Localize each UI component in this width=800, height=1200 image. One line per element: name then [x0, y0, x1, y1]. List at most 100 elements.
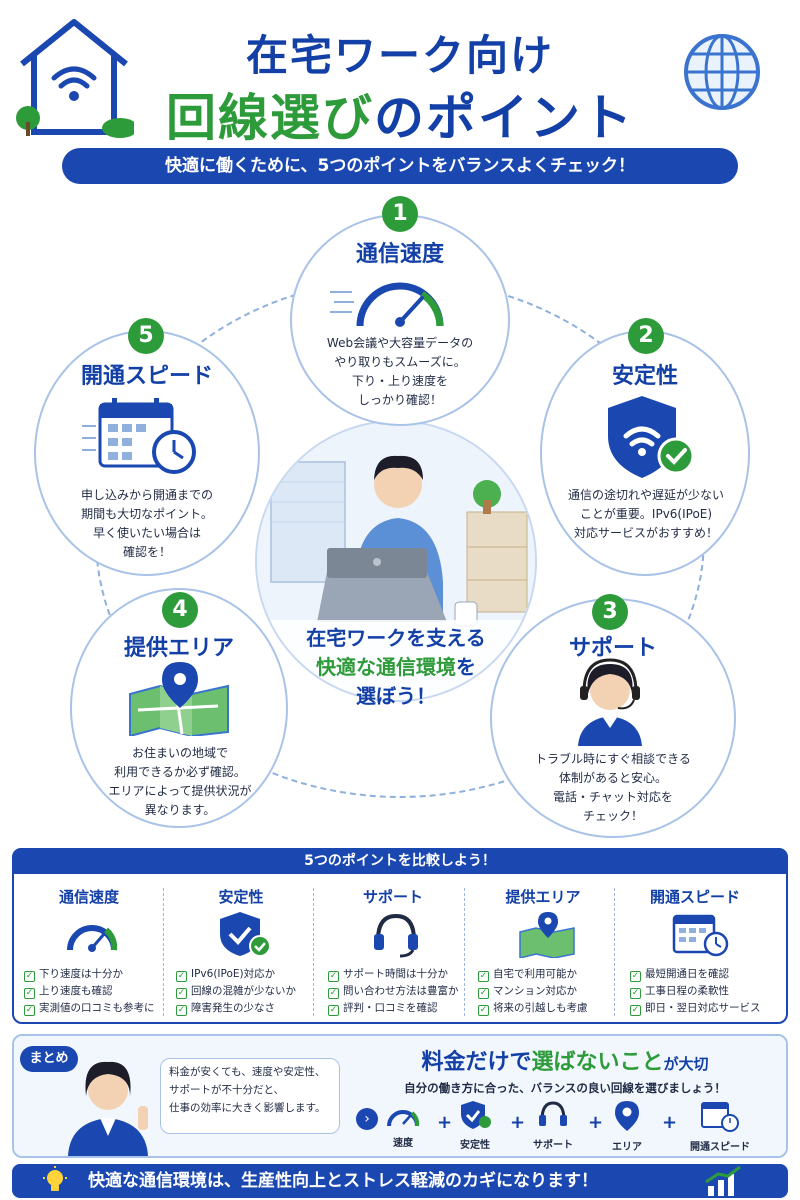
- subtitle-banner: 快適に働くために、5つのポイントをバランスよくチェック！: [62, 148, 738, 184]
- map-pin-icon: [518, 910, 578, 962]
- speedometer-icon: [330, 270, 460, 330]
- checklist-item: ✓実測値の口コミも参考に: [24, 1002, 155, 1016]
- check-icon: ✓: [478, 971, 489, 982]
- chevron-right-icon: ›: [356, 1108, 378, 1130]
- checklist-item: ✓最短開通日を確認: [630, 968, 729, 982]
- center-line2-rest: を: [456, 655, 476, 679]
- advice-bubble: 料金が安くても、速度や安定性、 サポートが不十分だと、 仕事の効率に大きく影響し…: [160, 1058, 340, 1134]
- headline-part-b: が大切: [663, 1055, 709, 1073]
- checklist-item: ✓サポート時間は十分か: [328, 968, 448, 982]
- title-highlight: 回線選び: [166, 89, 374, 147]
- point-1-description: Web会議や大容量データの やり取りもスムーズに。 下り・上り速度を しっかり確…: [326, 336, 474, 407]
- checklist-item: ✓自宅で利用可能か: [478, 968, 577, 982]
- checklist-item: ✓IPv6(IPoE)対応か: [176, 968, 276, 982]
- point-5-badge: 5: [128, 318, 164, 354]
- shield-check-icon: [461, 1101, 491, 1129]
- chain-label: エリア: [612, 1142, 642, 1153]
- chain-label: サポート: [533, 1140, 573, 1151]
- checklist-item: ✓回線の混雑が少ないか: [176, 985, 296, 999]
- point-3-badge: 3: [592, 594, 628, 630]
- comparison-column-support: サポート ✓サポート時間は十分か ✓問い合わせ方法は豊富か ✓評判・口コミを確認: [318, 880, 468, 1020]
- point-1-badge: 1: [382, 196, 418, 232]
- calendar-clock-icon: [670, 910, 732, 962]
- point-2-badge: 2: [628, 318, 664, 354]
- chain-label: 安定性: [460, 1140, 490, 1151]
- comparison-column-speed: 通信速度 ✓下り速度は十分か ✓上り速度も確認 ✓実測値の口コミも参考に: [14, 880, 164, 1020]
- checklist-item: ✓即日・翌日対応サービス: [630, 1002, 761, 1016]
- point-4-title: 提供エリア: [123, 636, 234, 661]
- check-icon: ✓: [24, 1005, 35, 1016]
- point-1-card: [290, 214, 510, 426]
- plus-sign: +: [662, 1112, 678, 1133]
- checklist-item: ✓上り速度も確認: [24, 985, 113, 999]
- checklist-item: ✓マンション対応か: [478, 985, 577, 999]
- check-icon: ✓: [328, 971, 339, 982]
- check-icon: ✓: [630, 988, 641, 999]
- plus-sign: +: [510, 1112, 526, 1133]
- point-5-title: 開通スピード: [80, 364, 213, 389]
- summary-tag: まとめ: [20, 1046, 78, 1072]
- check-icon: ✓: [24, 971, 35, 982]
- footer-text: 快適な通信環境は、生産性向上とストレス軽減のカギになります！: [88, 1171, 598, 1191]
- comparison-column-activation: 開通スピード ✓最短開通日を確認 ✓工事日程の柔軟性 ✓即日・翌日対応サービス: [620, 880, 770, 1020]
- comparison-panel: [12, 848, 788, 1024]
- point-3-description: トラブル時にすぐ相談できる 体制があると安心。 電話・チャット対応を チェック！: [535, 752, 691, 823]
- growth-chart-icon: [704, 1165, 744, 1196]
- checklist-item: ✓下り速度は十分か: [24, 968, 123, 982]
- center-message: 在宅ワークを支える 快適な通信環境を 選ぼう！: [255, 624, 537, 711]
- comparison-heading: 5つのポイントを比較しよう！: [12, 848, 788, 874]
- checklist-item: ✓障害発生の少なさ: [176, 1002, 275, 1016]
- page-title-line1: 在宅ワーク向け: [245, 31, 554, 80]
- check-icon: ✓: [478, 1005, 489, 1016]
- chain-item-stability: 安定性: [440, 1100, 510, 1151]
- check-icon: ✓: [176, 971, 187, 982]
- shield-check-icon: [216, 910, 272, 962]
- comparison-column-area: 提供エリア ✓自宅で利用可能か ✓マンション対応か ✓将来の引越しも考慮: [468, 880, 618, 1020]
- comparison-column-title: 通信速度: [58, 888, 119, 906]
- check-icon: ✓: [478, 988, 489, 999]
- checklist-item: ✓将来の引越しも考慮: [478, 1002, 588, 1016]
- headline-highlight: 選ばないこと: [531, 1050, 664, 1075]
- chain-item-support: サポート: [518, 1100, 588, 1151]
- point-1-title: 通信速度: [355, 242, 444, 267]
- check-icon: ✓: [24, 988, 35, 999]
- speedometer-icon: [64, 910, 120, 958]
- comparison-column-title: 開通スピード: [649, 888, 740, 906]
- check-icon: ✓: [630, 971, 641, 982]
- location-pin-icon: [615, 1101, 639, 1131]
- check-icon: ✓: [176, 988, 187, 999]
- operator-icon: [568, 654, 652, 746]
- checklist-item: ✓問い合わせ方法は豊富か: [328, 985, 459, 999]
- shield-wifi-icon: [602, 392, 698, 482]
- checklist-item: ✓工事日程の柔軟性: [630, 985, 729, 999]
- headset-icon: [539, 1101, 567, 1126]
- speedometer-icon: [387, 1110, 420, 1127]
- comparison-column-title: 安定性: [218, 888, 264, 906]
- center-line1: 在宅ワークを支える: [306, 626, 486, 650]
- summary-subtext: 自分の働き方に合った、バランスの良い回線を選びましょう！: [404, 1081, 726, 1095]
- summary-headline: 料金だけで選ばないことが大切: [350, 1044, 780, 1076]
- headline-part-a: 料金だけで: [421, 1050, 532, 1075]
- map-pin-icon: [128, 660, 232, 738]
- comparison-column-title: サポート: [362, 888, 423, 906]
- check-icon: ✓: [630, 1005, 641, 1016]
- check-icon: ✓: [176, 1005, 187, 1016]
- lightbulb-icon: [40, 1166, 70, 1196]
- page-title-line2: 回線選びのポイント: [0, 78, 800, 150]
- center-highlight: 快適な通信環境: [316, 655, 456, 679]
- center-illustration: [255, 420, 537, 702]
- headset-icon: [368, 910, 424, 962]
- chain-label: 速度: [393, 1138, 413, 1149]
- center-line2: 快適な通信環境を: [255, 653, 537, 682]
- column-divider: [614, 888, 615, 1016]
- title-rest: のポイント: [374, 89, 634, 147]
- point-2-title: 安定性: [611, 364, 678, 389]
- plus-sign: +: [437, 1112, 453, 1133]
- chain-item-speed: 速度: [368, 1100, 438, 1149]
- point-5-description: 申し込みから開通までの 期間も大切なポイント。 早く使いたい場合は 確認を！: [80, 488, 213, 559]
- point-4-description: お住まいの地域で 利用できるか必ず確認。 エリアによって提供状況が 異なります。: [108, 746, 252, 817]
- column-divider: [464, 888, 465, 1016]
- chain-label: 開通スピード: [690, 1142, 750, 1153]
- advisor-illustration: [60, 1046, 156, 1156]
- point-4-badge: 4: [162, 592, 198, 628]
